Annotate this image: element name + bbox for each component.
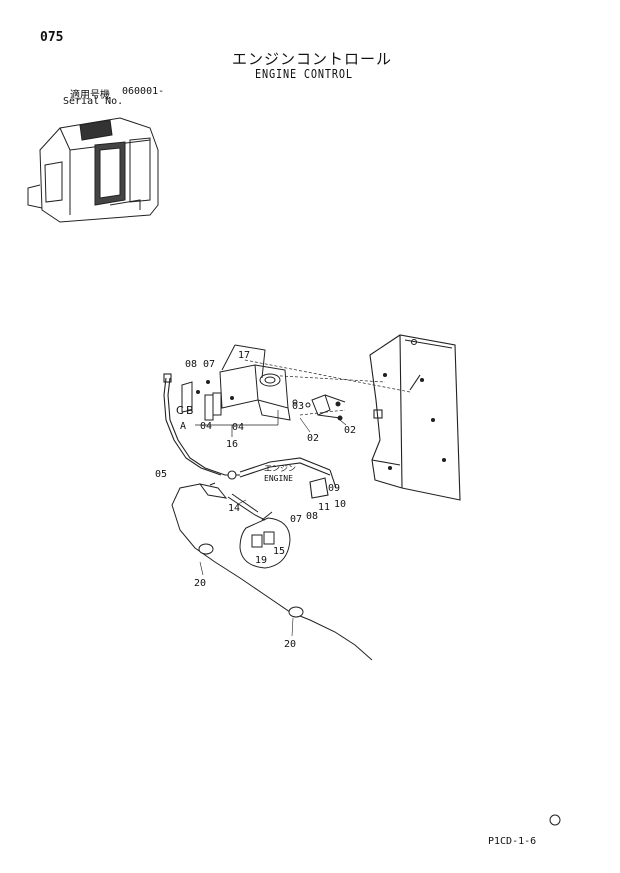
callout-02-right: 02 <box>344 425 356 436</box>
callout-08: 08 <box>185 359 197 370</box>
serial-value: 060001- <box>122 86 165 97</box>
detail-circle <box>239 511 291 569</box>
page-title: ENGINE CONTROL <box>255 67 353 81</box>
throttle-lever-assembly <box>181 344 311 421</box>
callout-15: 15 <box>273 546 285 557</box>
mark-symbol-icon <box>549 814 561 826</box>
callout-10: 10 <box>334 499 346 510</box>
callout-08-lower: 08 <box>306 511 318 522</box>
callout-20-upper: 20 <box>194 578 206 589</box>
callout-14: 14 <box>228 503 240 514</box>
machine-thumbnail <box>27 117 159 223</box>
callout-04-left: 04 <box>200 421 212 432</box>
callout-labels: 08 07 17 C B A 04 04 16 03 02 02 05 エンジン… <box>155 350 356 650</box>
page-number: 075 <box>40 30 64 45</box>
serial-label-japanese: 適用号機 <box>70 90 110 101</box>
callout-04-right: 04 <box>232 422 244 433</box>
engine-label-japanese: エンジン <box>264 464 296 473</box>
figure-code: P1CD-1-6 <box>488 836 537 847</box>
engine-cable <box>227 457 337 499</box>
callout-c: C <box>176 404 184 417</box>
serial-label: Serial No. <box>63 96 124 107</box>
engine-label: ENGINE <box>264 474 293 483</box>
callout-05: 05 <box>155 469 167 480</box>
page-title-japanese: エンジンコントロール <box>232 50 393 68</box>
bracket-03 <box>311 394 346 421</box>
callout-a: A <box>180 421 186 432</box>
leader-lines <box>199 417 347 637</box>
callout-b: B <box>186 404 194 417</box>
callout-16: 16 <box>226 439 238 450</box>
callout-19: 19 <box>255 555 267 566</box>
callout-09: 09 <box>328 483 340 494</box>
callout-07-lower: 07 <box>290 514 302 525</box>
callout-03: 03 <box>292 401 304 412</box>
wire-harness <box>171 482 373 661</box>
leader-16 <box>195 410 279 437</box>
console-panel <box>369 334 461 501</box>
callout-20-lower: 20 <box>284 639 296 650</box>
callout-07: 07 <box>203 359 215 370</box>
callout-11: 11 <box>318 502 330 513</box>
rod-05 <box>163 373 240 476</box>
callout-02-left: 02 <box>307 433 319 444</box>
guide-lines <box>244 359 411 416</box>
callout-17: 17 <box>238 350 250 361</box>
